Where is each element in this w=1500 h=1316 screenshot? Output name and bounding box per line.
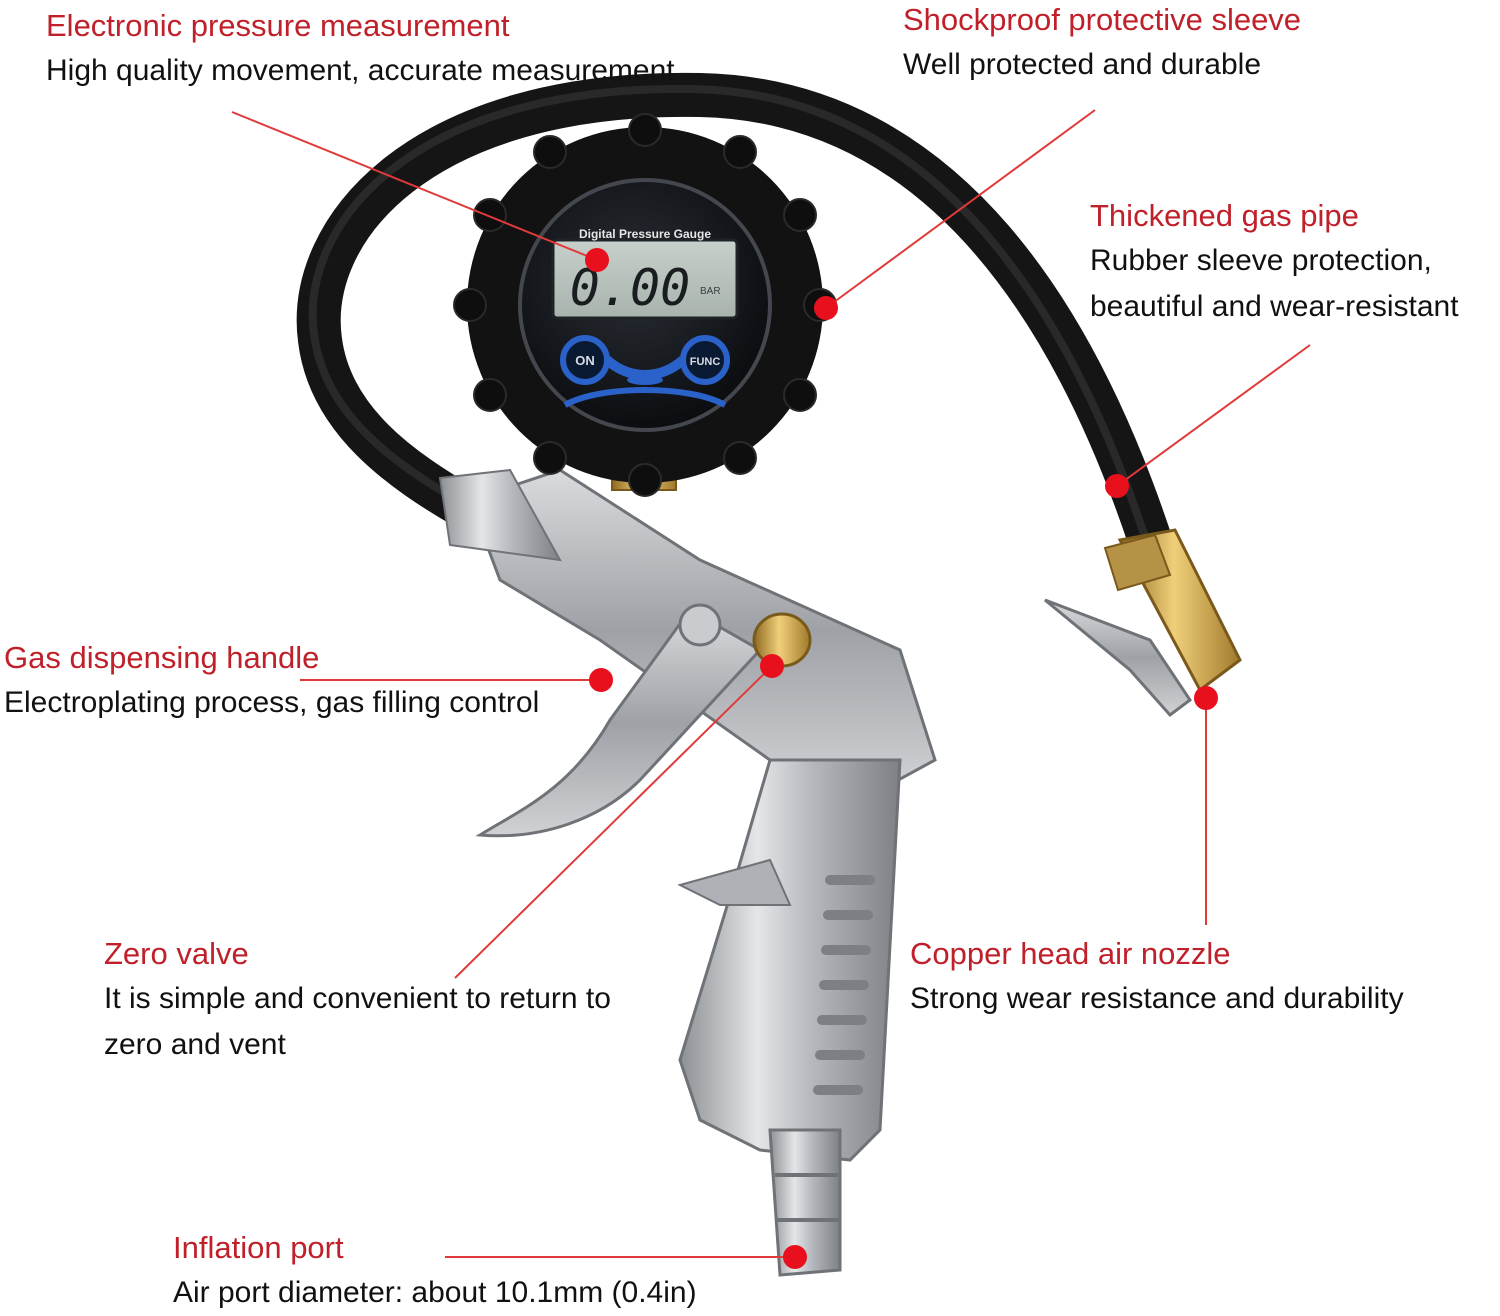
callout-thickened-gas-pipe: Thickened gas pipe Rubber sleeve protect…: [1090, 194, 1459, 330]
callout-description: Rubber sleeve protection,: [1090, 244, 1432, 277]
callout-description: High quality movement, accurate measurem…: [46, 54, 675, 87]
air-nozzle: [1044, 528, 1242, 718]
digital-gauge: [453, 113, 837, 497]
callout-electronic-pressure-measurement: Electronic pressure measurement High qua…: [46, 4, 675, 94]
callout-title: Electronic pressure measurement: [46, 8, 510, 43]
callout-description: Air port diameter: about 10.1mm (0.4in): [173, 1276, 697, 1309]
marker-dot-gas-pipe: [1105, 474, 1129, 498]
callout-title: Zero valve: [104, 936, 249, 971]
leader-line-electronic: [231, 111, 598, 261]
callout-title: Thickened gas pipe: [1090, 198, 1359, 233]
callout-description: zero and vent: [104, 1028, 286, 1061]
callout-description: Electroplating process, gas filling cont…: [4, 686, 540, 719]
marker-dot-inflation: [783, 1245, 807, 1269]
callout-inflation-port: Inflation port Air port diameter: about …: [173, 1226, 697, 1316]
gas-hose: [296, 72, 1172, 562]
on-button: ON: [575, 353, 595, 368]
marker-dot-shockproof: [814, 296, 838, 320]
callout-description: Strong wear resistance and durability: [910, 982, 1404, 1015]
callout-description: beautiful and wear-resistant: [1090, 290, 1459, 323]
leader-line-shockproof: [825, 109, 1096, 309]
callout-title: Copper head air nozzle: [910, 936, 1231, 971]
marker-dot-handle: [589, 668, 613, 692]
gun-body: [438, 439, 937, 1277]
callout-shockproof-protective-sleeve: Shockproof protective sleeve Well protec…: [903, 0, 1301, 88]
callout-gas-dispensing-handle: Gas dispensing handle Electroplating pro…: [4, 636, 539, 726]
callout-title: Inflation port: [173, 1230, 344, 1265]
lcd-unit: BAR: [700, 286, 721, 297]
leader-line-zero-valve: [454, 665, 773, 979]
callout-zero-valve: Zero valve It is simple and convenient t…: [104, 932, 611, 1068]
callout-description: Well protected and durable: [903, 48, 1262, 81]
marker-dot-nozzle: [1194, 686, 1218, 710]
callout-copper-head-air-nozzle: Copper head air nozzle Strong wear resis…: [910, 932, 1404, 1022]
leader-line-gas-pipe: [1116, 344, 1311, 487]
leader-lines: [231, 109, 1311, 1258]
gauge-face-title: Digital Pressure Gauge: [579, 227, 711, 241]
func-button: FUNC: [690, 356, 721, 368]
marker-dot-electronic: [585, 248, 609, 272]
callout-description: It is simple and convenient to return to: [104, 982, 611, 1015]
callout-title: Shockproof protective sleeve: [903, 2, 1302, 37]
marker-dots: [585, 248, 1218, 1269]
callout-title: Gas dispensing handle: [4, 640, 320, 675]
marker-dot-zero-valve: [760, 654, 784, 678]
